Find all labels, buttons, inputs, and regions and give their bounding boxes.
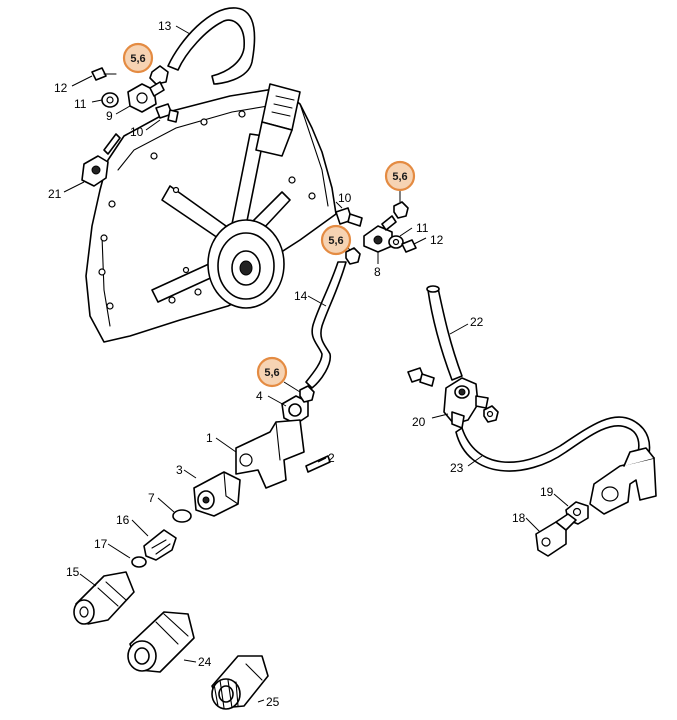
label-13: 13 — [158, 19, 172, 33]
screw-2 — [305, 455, 331, 473]
washer-11-right — [388, 235, 404, 249]
nut-right-top — [393, 201, 409, 219]
label-4: 4 — [256, 389, 263, 403]
label-11-right: 11 — [416, 221, 429, 235]
bracket-1 — [235, 419, 305, 489]
leader-lines — [63, 25, 569, 703]
banjo-fitting-9 — [127, 81, 165, 113]
nut-right-mid — [345, 247, 361, 265]
wheel-guard — [85, 83, 337, 343]
label-10-left: 10 — [130, 125, 144, 139]
o-ring-7 — [172, 509, 192, 523]
screw-12-left — [91, 67, 117, 81]
callout-top-left[interactable]: 5,6 — [122, 42, 154, 74]
label-16: 16 — [116, 513, 130, 527]
svg-text:5,6: 5,6 — [130, 53, 145, 65]
coupling-25 — [211, 655, 269, 710]
label-20: 20 — [412, 415, 426, 429]
screw-valve — [407, 367, 435, 387]
coupling-15 — [73, 571, 135, 625]
label-21: 21 — [48, 187, 62, 201]
part-labels: 13 12 11 9 10 21 10 11 12 8 14 22 4 1 2 … — [48, 19, 554, 709]
svg-text:5,6: 5,6 — [392, 171, 407, 183]
hose-23 — [455, 416, 651, 472]
nut-top-left — [149, 65, 169, 85]
label-22: 22 — [470, 315, 484, 329]
callout-lower[interactable]: 5,6 — [256, 356, 288, 388]
label-17: 17 — [94, 537, 108, 551]
label-1: 1 — [206, 431, 213, 445]
svg-text:5,6: 5,6 — [328, 235, 343, 247]
label-8: 8 — [374, 265, 381, 279]
valve-20 — [443, 377, 489, 429]
label-10-right: 10 — [338, 191, 352, 205]
housing-3 — [193, 471, 241, 517]
connector-18 — [535, 513, 577, 557]
label-11-left: 11 — [74, 97, 87, 111]
nut-valve-right — [483, 405, 499, 423]
hose-14 — [305, 261, 347, 389]
screw-12-right — [401, 239, 417, 253]
nipple-16 — [143, 529, 177, 561]
label-15: 15 — [66, 565, 80, 579]
label-12-left: 12 — [54, 81, 68, 95]
callout-right-mid[interactable]: 5,6 — [320, 224, 352, 256]
label-2: 2 — [328, 451, 335, 465]
part-21 — [81, 133, 121, 187]
label-9: 9 — [106, 109, 113, 123]
union-nut-4 — [281, 395, 309, 425]
label-3: 3 — [176, 463, 183, 477]
washer-11-left — [101, 92, 119, 108]
label-24: 24 — [198, 655, 212, 669]
label-18: 18 — [512, 511, 526, 525]
hose-13 — [167, 7, 256, 85]
coupling-24 — [127, 611, 195, 673]
label-25: 25 — [266, 695, 280, 709]
bolt-10-right — [335, 207, 363, 227]
svg-text:5,6: 5,6 — [264, 367, 279, 379]
label-19: 19 — [540, 485, 554, 499]
bracket-right — [589, 447, 657, 515]
nut-lower-left — [299, 385, 315, 403]
label-14: 14 — [294, 289, 308, 303]
o-ring-17 — [131, 556, 147, 568]
callout-right-top[interactable]: 5,6 — [384, 160, 416, 192]
label-12-right: 12 — [430, 233, 444, 247]
label-7: 7 — [148, 491, 155, 505]
bolt-10-left — [155, 103, 179, 123]
hose-22 — [426, 285, 463, 381]
label-23: 23 — [450, 461, 464, 475]
